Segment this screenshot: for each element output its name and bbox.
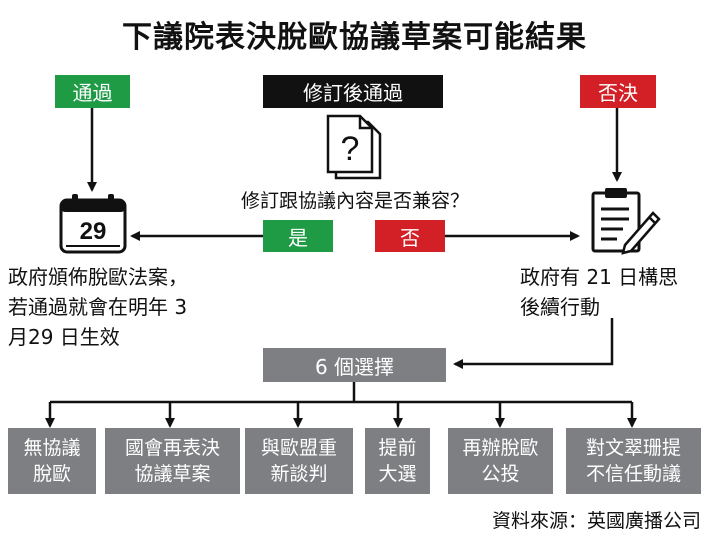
document-question-mark: ?: [341, 130, 360, 168]
option-line: 協議草案: [134, 463, 211, 485]
compatibility-question: 修訂跟協議內容是否兼容？: [240, 190, 469, 212]
calendar-icon: 29: [59, 194, 127, 254]
option-early-election: 提前大選: [365, 428, 430, 494]
option-line: 與歐盟重: [260, 437, 337, 459]
reject-to-options-arrow: [453, 318, 614, 369]
pass-outcome-text: 政府頒佈脫歐法案， 若通過就會在明年 3 月29 日生效: [8, 262, 258, 352]
reject-outcome-line: 後續行動: [520, 295, 600, 319]
options-header: 6 個選擇: [263, 348, 446, 382]
pass-outcome-line: 若通過就會在明年 3: [8, 295, 188, 319]
option-line: 國會再表決: [124, 437, 220, 459]
clipboard-pen-icon: [591, 188, 661, 255]
option-revote: 國會再表決協議草案: [105, 428, 240, 494]
option-line: 提前: [378, 437, 417, 459]
yes-label: 是: [263, 220, 333, 252]
source-credit: 資料來源：英國廣播公司: [491, 510, 701, 532]
option-line: 對文翠珊提: [585, 437, 681, 459]
option-line: 新談判: [270, 463, 328, 485]
calendar-day: 29: [80, 218, 107, 245]
no-label: 否: [375, 220, 445, 252]
option-line: 不信任動議: [585, 463, 681, 485]
pass-outcome-line: 月29 日生效: [8, 325, 120, 349]
reject-outcome-text: 政府有 21 日構思 後續行動: [520, 262, 700, 322]
option-second-referendum: 再辦脫歐公投: [448, 428, 553, 494]
option-no-deal: 無協議脫歐: [8, 428, 96, 494]
option-renegotiate: 與歐盟重新談判: [245, 428, 353, 494]
pass-outcome-line: 政府頒佈脫歐法案，: [8, 265, 188, 289]
reject-outcome-line: 政府有 21 日構思: [520, 265, 679, 289]
option-line: 再辦脫歐: [462, 437, 539, 459]
pass-label: 通過: [55, 75, 130, 108]
option-line: 無協議: [23, 437, 81, 459]
option-line: 公投: [481, 463, 520, 485]
amend-pass-label: 修訂後通過: [263, 75, 443, 108]
document-question-icon: ?: [326, 114, 382, 180]
option-line: 脫歐: [32, 463, 71, 485]
diagram-title: 下議院表決脫歐協議草案可能結果: [122, 20, 587, 55]
reject-label: 否決: [580, 75, 656, 108]
option-line: 大選: [378, 463, 417, 485]
option-no-confidence: 對文翠珊提不信任動議: [566, 428, 701, 494]
